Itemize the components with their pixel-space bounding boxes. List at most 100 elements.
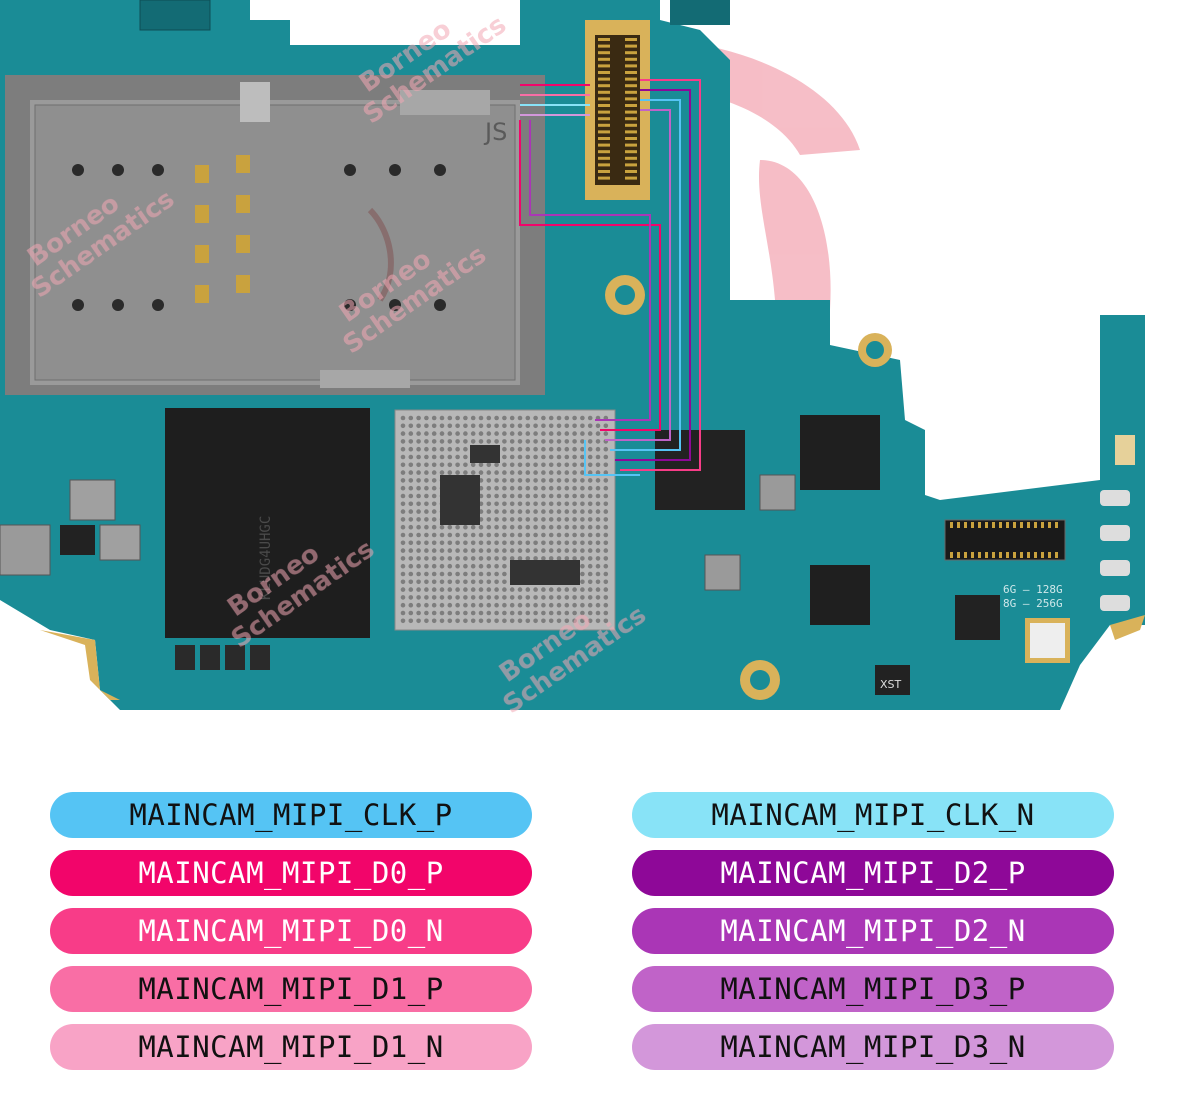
bga-ball [431, 610, 437, 616]
bga-ball [587, 602, 593, 608]
bga-ball [572, 548, 577, 553]
bga-ball [556, 493, 562, 499]
bga-ball [509, 446, 515, 452]
bga-ball [564, 595, 570, 600]
bga-ball [400, 571, 406, 577]
bga-ball [564, 501, 570, 507]
bga-ball [416, 501, 421, 507]
bga-ball [439, 556, 445, 561]
bga-ball [424, 610, 429, 616]
bga-ball [556, 501, 562, 507]
legend-pill-left-4: MAINCAM_MIPI_D1_N [50, 1024, 532, 1070]
bga-ball [580, 587, 585, 592]
bga-ball [486, 478, 492, 483]
connector-pin [598, 90, 610, 94]
bga-ball [463, 602, 468, 608]
bga-ball [572, 556, 577, 561]
bga-ball [502, 618, 507, 624]
bga-ball [572, 587, 577, 592]
bga-ball [603, 587, 609, 592]
bga-ball [572, 431, 577, 436]
bga-ball [517, 509, 523, 514]
bga-ball [455, 563, 460, 569]
connector-pin [625, 150, 637, 154]
bga-ball [548, 470, 554, 475]
connector-pin [978, 522, 981, 528]
bga-ball [548, 587, 554, 592]
bga-ball [556, 618, 562, 624]
bga-ball [439, 587, 445, 592]
bga-ball [548, 415, 554, 421]
bga-ball [494, 501, 499, 507]
bga-ball [431, 571, 437, 577]
bga-ball [580, 470, 585, 475]
bga-ball [486, 462, 492, 468]
bga-ball [439, 431, 445, 436]
connector-pin [1027, 522, 1030, 528]
bga-ball [408, 462, 414, 468]
bga-ball [478, 532, 484, 538]
bga-ball [470, 610, 476, 616]
bga-ball [424, 439, 429, 444]
bga-ball [494, 415, 499, 421]
bga-ball [431, 524, 437, 530]
bga-ball [580, 509, 585, 514]
bga-ball [408, 595, 414, 600]
connector-pin [1020, 522, 1023, 528]
bga-ball [580, 415, 585, 421]
bga-ball [517, 548, 523, 553]
bga-ball [416, 485, 421, 491]
bga-ball [556, 509, 562, 514]
bga-ball [478, 556, 484, 561]
connector-pin [950, 552, 953, 558]
connector-pin [625, 57, 637, 61]
bga-ball [533, 501, 538, 507]
bga-ball [463, 446, 468, 452]
bga-ball [494, 485, 499, 491]
bga-ball [494, 439, 499, 444]
connector-pin [992, 522, 995, 528]
bga-ball [400, 540, 406, 546]
bga-ball [439, 454, 445, 460]
bga-ball [424, 423, 429, 429]
bga-ball [400, 509, 406, 514]
bga-ball [548, 548, 554, 553]
bga-ball [587, 415, 593, 421]
bga-ball [525, 431, 531, 436]
bga-ball [587, 446, 593, 452]
bga-ball [439, 423, 445, 429]
bga-ball [470, 571, 476, 577]
bga-ball [541, 610, 546, 616]
bga-ball [541, 415, 546, 421]
bga-ball [564, 602, 570, 608]
bga-ball [509, 602, 515, 608]
connector-pin [1034, 522, 1037, 528]
bga-ball [525, 439, 531, 444]
bga-ball [580, 556, 585, 561]
bga-ball [603, 462, 609, 468]
bga-ball [486, 610, 492, 616]
bga-ball [533, 509, 538, 514]
bga-ball [587, 509, 593, 514]
bga-ball [541, 431, 546, 436]
bga-ball [533, 485, 538, 491]
bga-ball [431, 439, 437, 444]
bga-ball [439, 595, 445, 600]
bga-ball [509, 454, 515, 460]
connector-pin [625, 170, 637, 173]
bga-ball [424, 587, 429, 592]
bga-ball [525, 462, 531, 468]
bga-ball [580, 563, 585, 569]
bga-ball [525, 517, 531, 522]
bga-ball [603, 478, 609, 483]
bga-ball [416, 532, 421, 538]
bga-ball [533, 548, 538, 553]
bga-ball [431, 423, 437, 429]
bga-ball [548, 556, 554, 561]
bga-ball [572, 602, 577, 608]
bga-ball [400, 548, 406, 553]
bga-ball [517, 587, 523, 592]
bga-ball [416, 415, 421, 421]
bga-ball [416, 423, 421, 429]
bga-ball [478, 571, 484, 577]
